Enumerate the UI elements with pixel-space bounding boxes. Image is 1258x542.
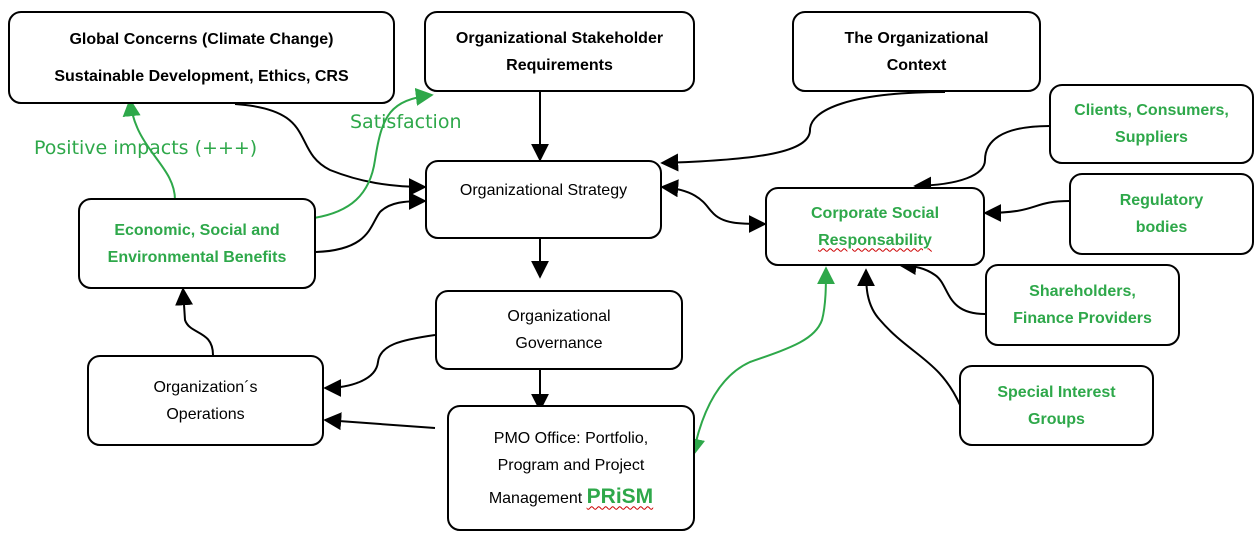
- benefits-line2: Environmental Benefits: [107, 248, 287, 266]
- node-org-strategy: Organizational Strategy: [425, 160, 662, 239]
- org-context-line2: Context: [886, 56, 947, 74]
- arrow-shareholders-to-csr: [898, 257, 986, 315]
- benefits-line1: Economic, Social and: [114, 221, 280, 239]
- node-csr: Corporate Social Responsability: [765, 187, 985, 266]
- arrow-benefits-to-global: [122, 98, 176, 201]
- arrow-pmo-csr: [687, 266, 835, 457]
- pmo-line2: Program and Project: [497, 456, 645, 474]
- arrow-clients-to-csr: [913, 125, 1051, 195]
- pmo-line1: PMO Office: Portfolio,: [493, 429, 649, 447]
- pmo-prism: PRiSM: [586, 484, 654, 508]
- node-global-concerns: Global Concerns (Climate Change) Sustain…: [8, 11, 395, 104]
- global-concerns-line2: Sustainable Development, Ethics, CRS: [54, 67, 349, 85]
- edge-label-satisfaction: Satisfaction: [350, 111, 462, 133]
- arrow-regulatory-to-csr: [983, 200, 1071, 222]
- node-operations: Organization´s Operations: [87, 355, 324, 446]
- global-concerns-line1: Global Concerns (Climate Change): [69, 30, 334, 48]
- arrow-operations-to-benefits: [175, 287, 214, 356]
- clients-line1: Clients, Consumers,: [1074, 102, 1229, 119]
- csr-line2: Responsability: [818, 231, 932, 249]
- clients-line2: Suppliers: [1115, 129, 1188, 146]
- special-interest-line1: Special Interest: [997, 383, 1116, 401]
- operations-line2: Operations: [166, 405, 245, 423]
- arrow-governance-to-operations: [323, 334, 436, 397]
- node-benefits: Economic, Social and Environmental Benef…: [78, 198, 316, 289]
- node-pmo: PMO Office: Portfolio, Program and Proje…: [447, 405, 695, 531]
- csr-line1: Corporate Social: [810, 204, 940, 222]
- arrow-benefits-to-strategy: [315, 192, 427, 253]
- node-governance: Organizational Governance: [435, 290, 683, 370]
- node-stakeholder-requirements: Organizational Stakeholder Requirements: [424, 11, 695, 92]
- arrow-global-to-strategy: [234, 103, 427, 196]
- stakeholder-requirements-line2: Requirements: [506, 56, 613, 74]
- edge-label-positive-impacts: Positive impacts (+++): [34, 137, 258, 159]
- org-strategy-line1: Organizational Strategy: [459, 182, 628, 199]
- governance-line1: Organizational: [507, 308, 611, 325]
- shareholders-line2: Finance Providers: [1013, 310, 1152, 327]
- arrow-strategy-csr: [660, 179, 767, 233]
- arrow-context-to-strategy: [660, 91, 946, 172]
- special-interest-line2: Groups: [1028, 410, 1085, 428]
- node-shareholders: Shareholders, Finance Providers: [985, 264, 1180, 346]
- stakeholder-requirements-line1: Organizational Stakeholder: [455, 29, 664, 47]
- node-regulatory: Regulatory bodies: [1069, 173, 1254, 255]
- pmo-line3: Management: [488, 489, 583, 507]
- arrow-pmo-to-operations: [323, 412, 436, 431]
- org-context-line1: The Organizational: [844, 29, 989, 47]
- arrow-special-interest-to-csr: [857, 268, 961, 406]
- node-special-interest: Special Interest Groups: [959, 365, 1154, 446]
- shareholders-line1: Shareholders,: [1029, 283, 1136, 300]
- node-org-context: The Organizational Context: [792, 11, 1041, 92]
- operations-line1: Organization´s: [153, 378, 258, 396]
- arrow-benefits-to-stakeholder: [313, 87, 434, 219]
- regulatory-line2: bodies: [1135, 219, 1188, 236]
- regulatory-line1: Regulatory: [1119, 192, 1204, 209]
- pmo-line3-row: Management PRiSM: [489, 483, 653, 512]
- node-clients: Clients, Consumers, Suppliers: [1049, 84, 1254, 164]
- governance-line2: Governance: [515, 335, 603, 352]
